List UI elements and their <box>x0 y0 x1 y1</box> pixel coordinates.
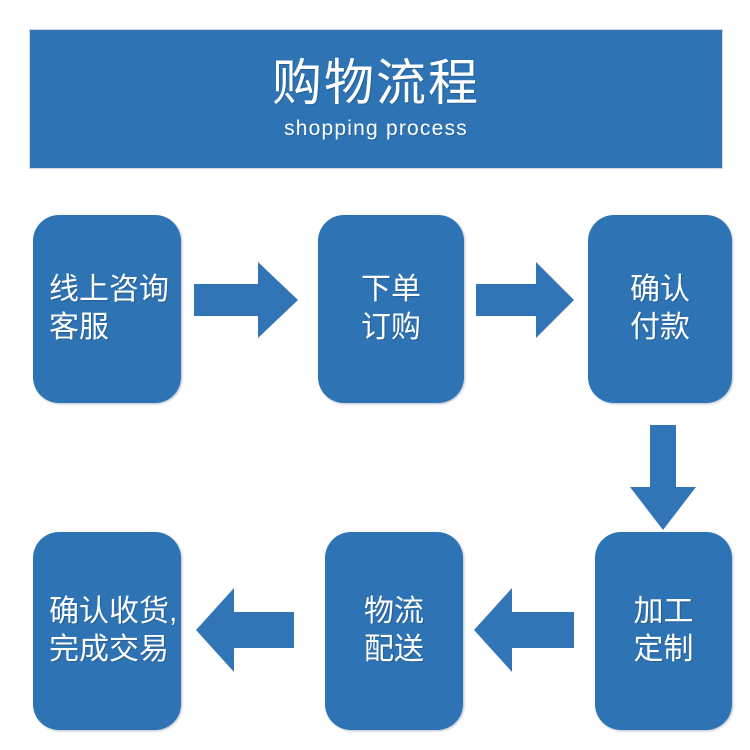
flow-node-label-line: 配送 <box>364 633 424 666</box>
arrow-right-icon <box>476 262 574 338</box>
flow-node-place-order[interactable]: 下单 订购 <box>318 215 464 403</box>
flow-node-label-line: 付款 <box>630 311 690 344</box>
flow-node-label-line: 线上咨询 <box>49 272 169 306</box>
flow-node-label-line: 订购 <box>361 311 421 344</box>
arrow-left-icon <box>474 588 574 672</box>
arrow-down-icon <box>630 425 696 530</box>
flow-node-label-line: 客服 <box>49 311 109 344</box>
flow-node-logistics-delivery[interactable]: 物流 配送 <box>325 532 463 730</box>
flow-node-label-line: 确认 <box>630 272 690 306</box>
arrow-left-icon <box>196 588 294 672</box>
header-banner: 购物流程 shopping process <box>30 30 722 168</box>
flow-node-confirm-payment[interactable]: 确认 付款 <box>588 215 732 403</box>
flow-node-label-line: 下单 <box>361 272 421 306</box>
flow-node-processing-customization[interactable]: 加工 定制 <box>595 532 732 730</box>
flow-node-confirm-receipt[interactable]: 确认收货, 完成交易 <box>33 532 181 730</box>
flow-node-online-consultation[interactable]: 线上咨询 客服 <box>33 215 181 403</box>
flow-node-label-line: 加工 <box>633 594 694 628</box>
arrow-right-icon <box>194 262 298 338</box>
page-subtitle: shopping process <box>284 117 468 141</box>
flow-node-label-line: 确认收货, <box>49 594 178 628</box>
flow-node-label-line: 完成交易 <box>49 633 169 666</box>
flow-node-label-line: 物流 <box>364 594 424 628</box>
flow-node-label-line: 定制 <box>633 633 694 666</box>
page-title: 购物流程 <box>272 55 480 112</box>
